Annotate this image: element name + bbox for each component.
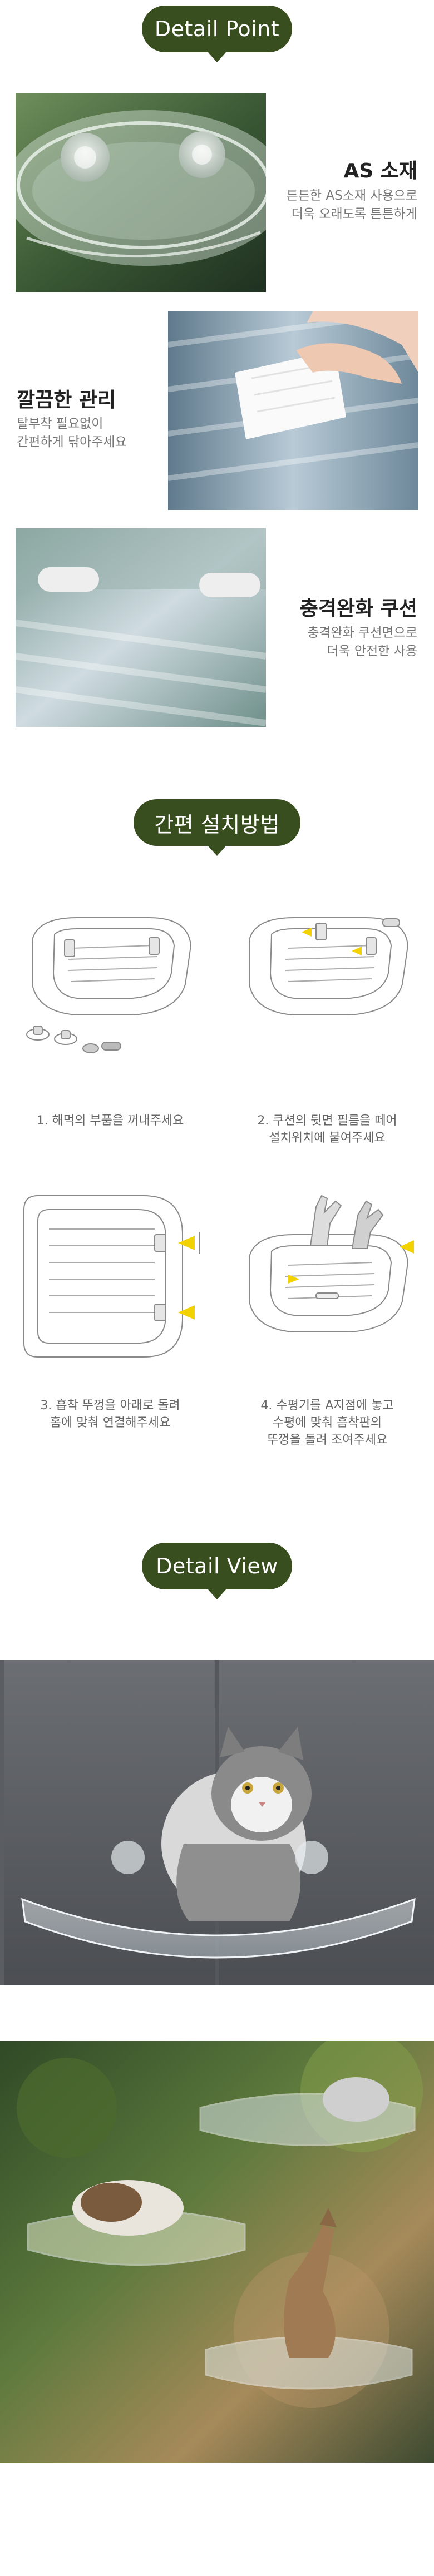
step-caption-line: 2. 쿠션의 뒷면 필름을 떼어	[257, 1114, 397, 1128]
step-caption-line: 뚜껑을 돌려 조여주세요	[267, 1433, 388, 1447]
step-illustration-4	[233, 1185, 422, 1368]
feature-desc-easy-care-line2: 간편하게 닦아주세요	[17, 435, 127, 449]
detail-view-photo-cat-hammock	[0, 1660, 434, 1985]
step-caption-line: 1. 해먹의 부품을 꺼내주세요	[36, 1114, 184, 1128]
step-caption-line: 홈에 맞춰 연결해주세요	[50, 1416, 171, 1430]
section-badge-install: 간편 설치방법	[134, 799, 300, 846]
section-badge-label: Detail View	[156, 1554, 278, 1578]
feature-title-as-material: AS 소재	[343, 160, 417, 182]
feature-title-easy-care: 깔끔한 관리	[17, 389, 116, 412]
step-caption-line: 수평에 맞춰 흡착판의	[272, 1416, 382, 1430]
step-caption-2: 2. 쿠션의 뒷면 필름을 떼어 설치위치에 붙여주세요	[233, 1112, 422, 1147]
feature-photo-as-material	[16, 93, 266, 292]
feature-photo-easy-care	[168, 311, 418, 510]
step-illustration-1	[16, 906, 205, 1062]
feature-photo-cushion	[16, 528, 266, 727]
section-badge-label: 간편 설치방법	[154, 812, 280, 837]
detail-view-photo-garden-hammocks	[0, 2041, 434, 2463]
step-caption-line: 4. 수평기를 A지점에 놓고	[260, 1399, 394, 1413]
step-illustration-2	[233, 906, 422, 1062]
feature-desc-cushion-line1: 충격완화 쿠션면으로	[307, 626, 417, 640]
step-illustration-3	[16, 1185, 205, 1368]
step-caption-4: 4. 수평기를 A지점에 놓고 수평에 맞춰 흡착판의 뚜껑을 돌려 조여주세요	[233, 1397, 422, 1449]
feature-desc-easy-care-line1: 탈부착 필요없이	[17, 417, 103, 431]
section-badge-detail-point: Detail Point	[142, 6, 292, 52]
section-badge-detail-view: Detail View	[142, 1543, 292, 1589]
feature-desc-as-material-line2: 더욱 오래도록 튼튼하게	[291, 207, 417, 221]
section-badge-label: Detail Point	[154, 17, 280, 41]
feature-desc-as-material-line1: 튼튼한 AS소재 사용으로	[286, 189, 417, 203]
step-caption-1: 1. 해먹의 부품을 꺼내주세요	[16, 1112, 205, 1130]
feature-title-cushion: 충격완화 쿠션	[299, 597, 417, 620]
step-caption-line: 3. 흡착 뚜껑을 아래로 돌려	[40, 1399, 180, 1413]
step-caption-3: 3. 흡착 뚜껑을 아래로 돌려 홈에 맞춰 연결해주세요	[16, 1397, 205, 1431]
feature-desc-cushion-line2: 더욱 안전한 사용	[327, 644, 417, 658]
step-caption-line: 설치위치에 붙여주세요	[269, 1131, 386, 1145]
